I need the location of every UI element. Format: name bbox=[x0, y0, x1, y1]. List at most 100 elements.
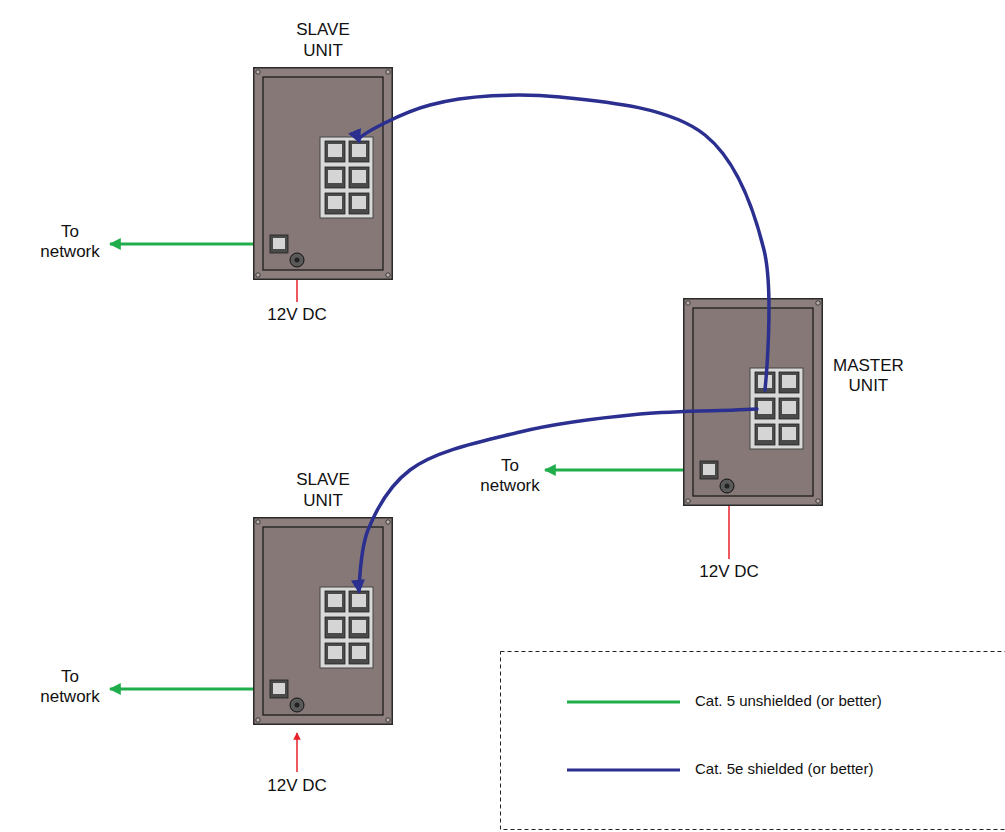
screw bbox=[386, 70, 390, 74]
rj45-socket bbox=[328, 144, 342, 157]
legend-text: Cat. 5 unshielded (or better) bbox=[695, 692, 882, 710]
power-arrow bbox=[296, 733, 298, 772]
network-arrow bbox=[110, 243, 264, 246]
rj45-port bbox=[349, 141, 369, 162]
shielded-cable bbox=[359, 409, 757, 591]
power-jack bbox=[720, 479, 734, 493]
unit-heading: SLAVE UNIT bbox=[296, 470, 350, 511]
screw bbox=[686, 301, 690, 305]
network-unit: SLAVE UNIT bbox=[253, 517, 393, 725]
rj45-port bbox=[325, 643, 345, 664]
rj45-port bbox=[755, 424, 775, 445]
rj45-port bbox=[325, 193, 345, 214]
rj45-socket bbox=[758, 375, 772, 388]
legend-line-sample bbox=[567, 769, 680, 772]
rj45-socket bbox=[782, 401, 796, 414]
rj45-socket bbox=[352, 646, 366, 659]
rj45-socket bbox=[328, 646, 342, 659]
rj45-socket bbox=[782, 375, 796, 388]
legend-frame bbox=[501, 652, 1005, 830]
network-socket bbox=[273, 238, 285, 249]
label-holder: 12V DC bbox=[699, 562, 759, 582]
unit-housing bbox=[683, 298, 823, 506]
housing-plate bbox=[254, 68, 393, 280]
rj45-socket bbox=[352, 196, 366, 209]
power-jack bbox=[290, 253, 304, 267]
inner-panel bbox=[263, 77, 383, 270]
rj45-port bbox=[755, 398, 775, 419]
housing-plate bbox=[254, 518, 393, 725]
screw bbox=[816, 301, 820, 305]
rj45-port bbox=[349, 617, 369, 638]
screw bbox=[256, 520, 260, 524]
network-socket bbox=[273, 683, 285, 694]
power-jack bbox=[290, 698, 304, 712]
port-frame bbox=[750, 368, 803, 449]
rj45-socket bbox=[352, 594, 366, 607]
screw bbox=[386, 520, 390, 524]
screw bbox=[386, 273, 390, 277]
screw bbox=[686, 499, 690, 503]
network-port bbox=[700, 461, 718, 479]
rj45-port bbox=[779, 398, 799, 419]
rj45-socket bbox=[758, 427, 772, 440]
unit-heading: MASTER UNIT bbox=[833, 356, 904, 397]
power-jack-pin bbox=[295, 703, 300, 708]
rj45-port bbox=[349, 193, 369, 214]
unit-heading-holder: MASTER UNIT bbox=[833, 356, 904, 397]
legend-entry: Cat. 5 unshielded (or better) bbox=[695, 692, 882, 710]
network-arrow bbox=[545, 469, 696, 472]
network-unit: MASTER UNIT bbox=[683, 298, 823, 506]
legend-line-sample bbox=[567, 701, 680, 704]
screw bbox=[386, 718, 390, 722]
screw bbox=[256, 70, 260, 74]
rj45-port bbox=[325, 141, 345, 162]
power-jack-pin bbox=[725, 484, 730, 489]
screw bbox=[256, 273, 260, 277]
network-label: To network bbox=[40, 667, 100, 708]
power-jack-pin bbox=[295, 258, 300, 263]
rj45-socket bbox=[352, 144, 366, 157]
rj45-port bbox=[349, 167, 369, 188]
inner-panel bbox=[693, 308, 813, 496]
shielded-cable bbox=[359, 95, 769, 390]
unit-heading: SLAVE UNIT bbox=[296, 20, 350, 61]
unit-housing bbox=[253, 67, 393, 280]
rj45-port bbox=[325, 591, 345, 612]
rj45-port bbox=[349, 643, 369, 664]
screw bbox=[256, 718, 260, 722]
network-label: To network bbox=[40, 222, 100, 263]
rj45-socket bbox=[352, 170, 366, 183]
rj45-socket bbox=[328, 170, 342, 183]
rj45-socket bbox=[328, 594, 342, 607]
power-label: 12V DC bbox=[267, 305, 327, 325]
network-port bbox=[270, 680, 288, 698]
screw bbox=[816, 499, 820, 503]
legend-text: Cat. 5e shielded (or better) bbox=[695, 760, 873, 778]
network-port bbox=[270, 235, 288, 253]
label-holder: To network bbox=[480, 456, 540, 497]
rj45-socket bbox=[328, 196, 342, 209]
label-holder: 12V DC bbox=[267, 776, 327, 796]
network-label: To network bbox=[480, 456, 540, 497]
unit-heading-holder: SLAVE UNIT bbox=[296, 20, 350, 61]
inner-panel bbox=[263, 527, 383, 715]
label-holder: To network bbox=[40, 222, 100, 263]
port-frame bbox=[320, 137, 373, 218]
rj45-socket bbox=[328, 620, 342, 633]
port-frame bbox=[320, 587, 373, 668]
rj45-port bbox=[779, 372, 799, 393]
rj45-port bbox=[325, 167, 345, 188]
rj45-socket bbox=[352, 620, 366, 633]
power-label: 12V DC bbox=[267, 776, 327, 796]
unit-heading-holder: SLAVE UNIT bbox=[296, 470, 350, 511]
power-label: 12V DC bbox=[699, 562, 759, 582]
network-unit: SLAVE UNIT bbox=[253, 67, 393, 280]
network-arrow bbox=[110, 244, 696, 689]
rj45-port bbox=[349, 591, 369, 612]
housing-plate bbox=[684, 299, 823, 506]
rj45-port bbox=[325, 617, 345, 638]
rj45-port bbox=[779, 424, 799, 445]
unit-housing bbox=[253, 517, 393, 725]
network-socket bbox=[703, 464, 715, 475]
